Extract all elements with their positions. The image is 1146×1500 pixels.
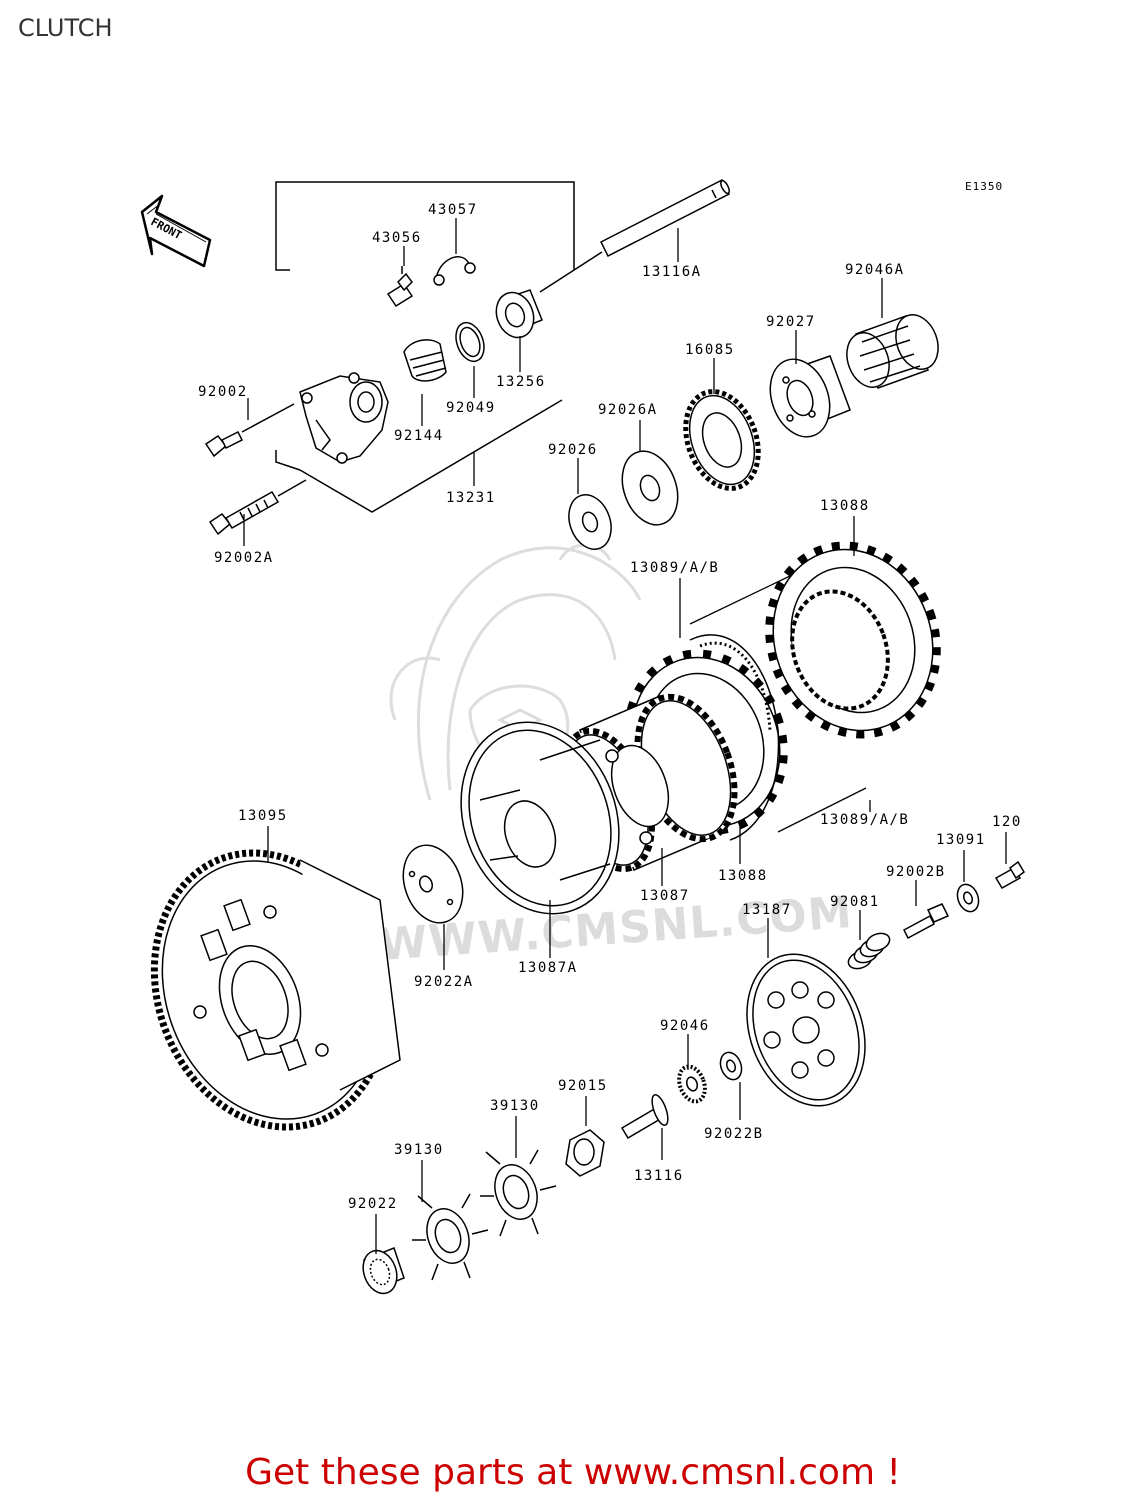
cmsnl-footer-link[interactable]: Get these parts at www.cmsnl.com !	[245, 1452, 901, 1493]
part-label: 39130	[394, 1142, 444, 1158]
bolt-92002b	[903, 903, 950, 940]
part-label: 16085	[685, 342, 735, 358]
lock-washer-39130-a	[480, 1149, 557, 1237]
bolt-120	[994, 860, 1025, 890]
steel-plate-13089	[689, 634, 780, 841]
leader-lines	[243, 218, 1007, 1254]
part-label: 92144	[394, 428, 444, 444]
part-label: 92002A	[214, 550, 274, 566]
nut-92015	[565, 1129, 605, 1177]
part-label: 92027	[766, 314, 816, 330]
part-label: 92022A	[414, 974, 474, 990]
piston-13256	[495, 289, 543, 339]
part-label: 13095	[238, 808, 288, 824]
part-label: 13088	[820, 498, 870, 514]
plate-guide-lines	[689, 575, 867, 833]
part-label: 92002B	[886, 864, 946, 880]
part-label: 13187	[742, 902, 792, 918]
washer-92026a	[621, 450, 679, 526]
front-direction-arrow: FRONT	[140, 194, 212, 268]
part-label: 13116	[634, 1168, 684, 1184]
clutch-plate-13087a	[460, 721, 620, 915]
part-label: 13089/A/B	[820, 812, 909, 828]
washer-92022a	[402, 844, 464, 924]
part-label: 43056	[372, 230, 422, 246]
washer-92026	[568, 494, 612, 550]
spring-92081	[847, 932, 891, 970]
part-label: 92002	[198, 384, 248, 400]
part-label: 13256	[496, 374, 546, 390]
clutch-housing-13095	[150, 849, 401, 1131]
part-label: 92022	[348, 1196, 398, 1212]
friction-plate-13088	[765, 541, 941, 739]
part-label: 39130	[490, 1098, 540, 1114]
part-label: 13087A	[518, 960, 578, 976]
part-labels: 43057 43056 13116A 92046A 92027 16085 92…	[198, 202, 1022, 1212]
release-cylinder-13231	[299, 372, 389, 464]
push-piece-13116	[620, 1094, 669, 1140]
diagram-code: E1350	[965, 180, 1003, 193]
gear-16085	[683, 389, 761, 491]
part-label: 92022B	[704, 1126, 764, 1142]
washer-92022b	[719, 1051, 743, 1081]
boot-92144	[403, 339, 447, 382]
part-label: 13088	[718, 868, 768, 884]
part-label: 92015	[558, 1078, 608, 1094]
oil-seal-43057	[433, 256, 476, 286]
bolt-92002	[204, 403, 295, 458]
part-label: 13091	[936, 832, 986, 848]
part-label: 92026	[548, 442, 598, 458]
sleeve-92027	[769, 355, 851, 438]
bolt-92002a	[208, 479, 307, 536]
pressure-plate-13187	[746, 953, 866, 1107]
part-label: 92026A	[598, 402, 658, 418]
bearing-92046	[677, 1064, 707, 1104]
circlip-92049	[455, 321, 485, 363]
part-label: 13089/A/B	[630, 560, 719, 576]
lock-washer-39130-b	[412, 1193, 489, 1281]
part-label: 43057	[428, 202, 478, 218]
release-assembly-bracket	[275, 181, 575, 513]
push-rod-13116a	[539, 178, 731, 293]
part-label: 13231	[446, 490, 496, 506]
part-label: 92081	[830, 894, 880, 910]
part-label: 13116A	[642, 264, 702, 280]
collar-13091	[956, 883, 980, 913]
part-label: 13087	[640, 888, 690, 904]
needle-bearing-92046a	[846, 314, 939, 389]
part-label: 92046	[660, 1018, 710, 1034]
bleeder-43056	[386, 266, 414, 308]
part-label: 92049	[446, 400, 496, 416]
part-label: 92046A	[845, 262, 905, 278]
collar-92022	[362, 1247, 405, 1295]
page-title: CLUTCH	[18, 14, 113, 42]
part-label: 120	[992, 814, 1022, 830]
